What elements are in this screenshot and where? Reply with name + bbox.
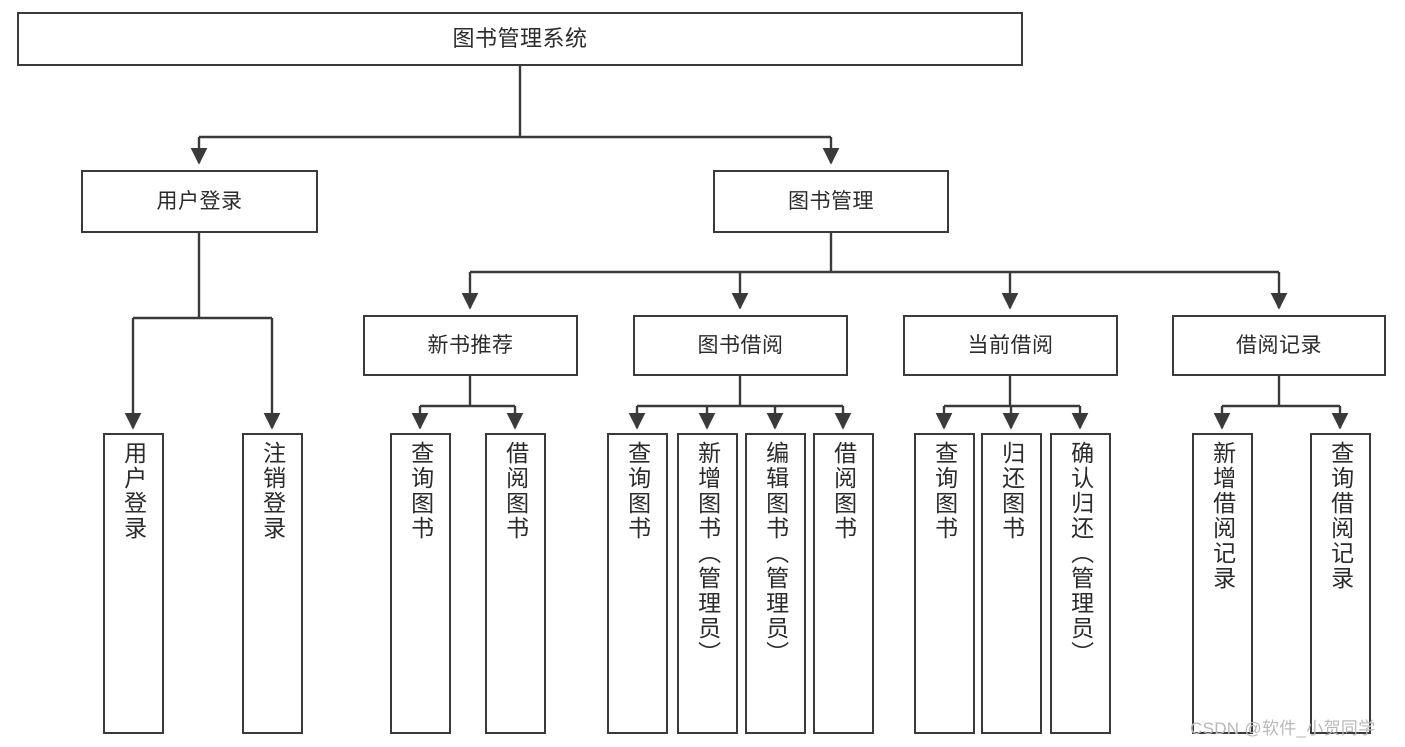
node-label: 新增图书（管理员）: [694, 441, 721, 666]
node-label: 用户登录: [156, 189, 243, 213]
node-leaf-logout[interactable]: 注销登录: [242, 433, 303, 734]
node-book-borrowing[interactable]: 图书借阅: [633, 315, 848, 376]
node-book-management[interactable]: 图书管理: [713, 170, 949, 233]
node-label: 图书借阅: [697, 333, 784, 357]
node-leaf-query-book-borrow[interactable]: 查询图书: [607, 433, 668, 734]
node-label: 图书管理系统: [452, 25, 588, 51]
node-root-system[interactable]: 图书管理系统: [17, 12, 1023, 66]
node-leaf-query-book-new[interactable]: 查询图书: [390, 433, 451, 734]
node-label: 用户登录: [120, 441, 147, 541]
node-label: 注销登录: [259, 441, 286, 541]
node-label: 借阅记录: [1236, 333, 1322, 357]
node-label: 新增借阅记录: [1209, 441, 1236, 591]
node-label: 查询图书: [931, 441, 958, 541]
node-label: 归还图书: [998, 441, 1025, 541]
node-label: 图书管理: [788, 189, 874, 213]
node-leaf-add-book-admin[interactable]: 新增图书（管理员）: [677, 433, 738, 734]
node-label: 借阅图书: [502, 441, 529, 541]
node-borrow-records[interactable]: 借阅记录: [1172, 315, 1386, 376]
node-leaf-add-borrow-record[interactable]: 新增借阅记录: [1192, 433, 1253, 734]
node-label: 借阅图书: [830, 441, 857, 541]
watermark-text: CSDN @软件_小贺同学: [1190, 719, 1376, 738]
node-label: 查询图书: [407, 441, 434, 541]
node-leaf-borrow-book-new[interactable]: 借阅图书: [485, 433, 546, 734]
node-leaf-query-book-current[interactable]: 查询图书: [914, 433, 975, 734]
node-leaf-query-borrow-record[interactable]: 查询借阅记录: [1310, 433, 1371, 734]
node-label: 查询借阅记录: [1327, 441, 1354, 591]
node-leaf-user-login[interactable]: 用户登录: [103, 433, 164, 734]
node-user-login[interactable]: 用户登录: [81, 170, 318, 233]
node-leaf-confirm-return-admin[interactable]: 确认归还（管理员）: [1050, 433, 1111, 734]
node-label: 新书推荐: [427, 333, 514, 357]
node-leaf-return-book[interactable]: 归还图书: [981, 433, 1042, 734]
node-label: 当前借阅: [967, 333, 1054, 357]
node-label: 编辑图书（管理员）: [762, 441, 789, 666]
node-label: 查询图书: [624, 441, 651, 541]
node-current-borrowing[interactable]: 当前借阅: [903, 315, 1118, 376]
node-leaf-borrow-book[interactable]: 借阅图书: [813, 433, 874, 734]
node-leaf-edit-book-admin[interactable]: 编辑图书（管理员）: [745, 433, 806, 734]
node-new-book-recommendation[interactable]: 新书推荐: [363, 315, 578, 376]
node-label: 确认归还（管理员）: [1067, 441, 1094, 666]
